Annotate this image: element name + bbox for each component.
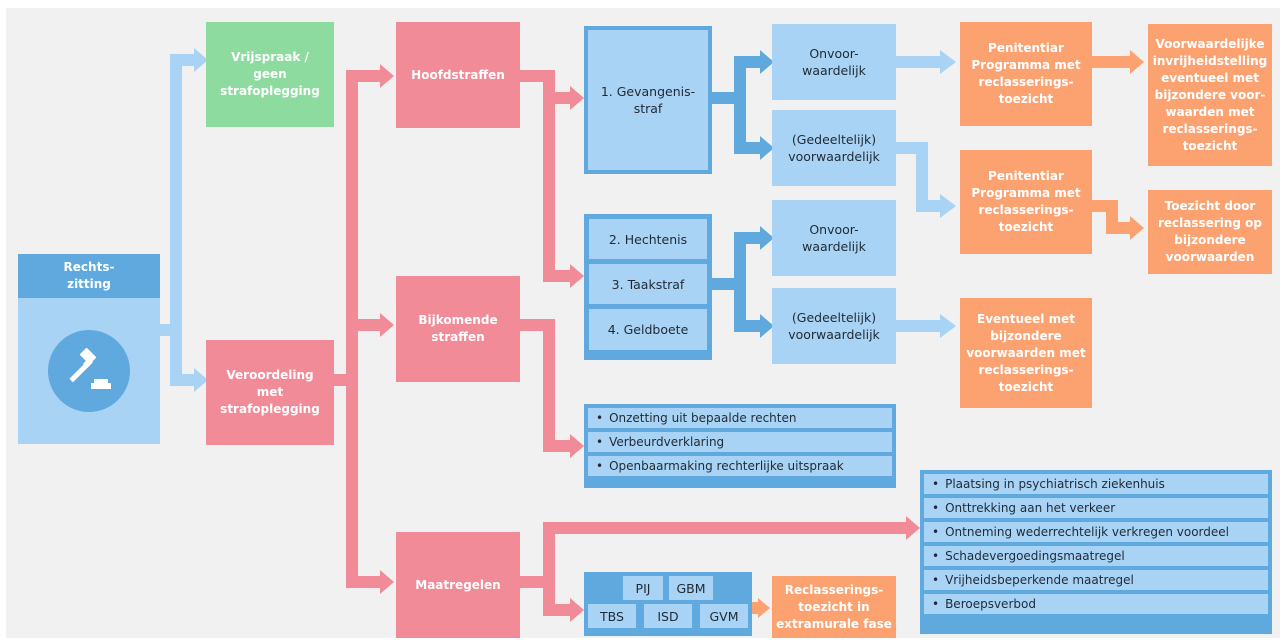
arrowheads xyxy=(194,48,1144,622)
connector-to-measures-group xyxy=(543,582,572,616)
arrowhead xyxy=(1130,50,1144,74)
list-item: •Onttrekking aan het verkeer xyxy=(924,498,1268,518)
arrowhead xyxy=(760,314,774,338)
arrowhead xyxy=(194,48,208,72)
arrowhead xyxy=(380,313,394,337)
arrowhead xyxy=(194,368,208,392)
list-item: •Vrijheidsbeperkende maatregel xyxy=(924,570,1268,590)
list-item: •Schadevergoedingsmaatregel xyxy=(924,546,1268,566)
bijkomende-straffen-box: Bijkomende straffen xyxy=(396,276,520,382)
toezicht-reclassering-box: Toezicht door reclassering op bijzondere… xyxy=(1148,190,1272,274)
list-item: •Ontneming wederrechtelijk verkregen voo… xyxy=(924,522,1268,542)
voorwaardelijke-invrijheid-box: Voorwaardelijke invrijheidstelling event… xyxy=(1148,24,1272,166)
maatregelen-list: •Plaatsing in psychiatrisch ziekenhuis •… xyxy=(920,470,1272,634)
reclassering-extramuraal-box: Reclasserings- toezicht in extramurale f… xyxy=(772,576,896,638)
arrowhead xyxy=(760,136,774,160)
arrowhead xyxy=(380,64,394,88)
taakstraf-item: 3. Taakstraf xyxy=(589,264,707,304)
geldboete-item: 4. Geldboete xyxy=(589,309,707,350)
connector-to-onvoor-2 xyxy=(712,232,762,290)
list-item: •Openbaarmaking rechterlijke uitspraak xyxy=(588,456,892,476)
voorwaardelijk-box-2: (Gedeeltelijk) voorwaardelijk xyxy=(772,288,896,364)
measures-bottom-row: TBS ISD GVM xyxy=(588,604,748,628)
voorwaardelijk-box-1: (Gedeeltelijk) voorwaardelijk xyxy=(772,110,896,186)
measures-group: PIJ GBM TBS ISD GVM xyxy=(584,572,752,636)
straffen-group: 2. Hechtenis 3. Taakstraf 4. Geldboete xyxy=(584,214,712,360)
gevangenisstraf-group: 1. Gevangenis- straf xyxy=(584,26,712,174)
arrowhead xyxy=(758,598,770,618)
gavel-glyph xyxy=(69,347,111,389)
connector-to-veroordeling xyxy=(170,330,196,386)
measure-gbm: GBM xyxy=(669,576,713,600)
arrowhead xyxy=(940,314,956,338)
penitentiair-box-1: Penitentiar Programma met reclasserings-… xyxy=(960,22,1092,126)
connector-to-penitentiair-2 xyxy=(896,142,942,212)
connector-to-gevangenis xyxy=(543,76,572,104)
measure-pij: PIJ xyxy=(623,576,663,600)
arrowhead xyxy=(760,226,774,250)
arrowhead xyxy=(570,264,584,288)
measure-tbs: TBS xyxy=(588,604,636,628)
connector-hoofd-split xyxy=(520,70,572,282)
connector-to-voorw-2 xyxy=(734,284,762,332)
arrowhead xyxy=(570,598,584,622)
connector-to-bijkomende-list xyxy=(520,319,572,452)
veroordeling-box: Veroordeling met strafoplegging xyxy=(206,340,334,445)
rechtszitting-header: Rechts- zitting xyxy=(18,254,160,298)
maatregelen-box: Maatregelen xyxy=(396,532,520,638)
rechtszitting-body xyxy=(18,298,160,444)
hechtenis-item: 2. Hechtenis xyxy=(589,219,707,259)
measure-isd: ISD xyxy=(644,604,692,628)
onvoorwaardelijk-box-1: Onvoor- waardelijk xyxy=(772,24,896,100)
connector-to-maatregelen-list xyxy=(520,522,908,588)
connector-to-bijkomende xyxy=(346,319,382,380)
arrowhead xyxy=(380,570,394,594)
gavel-icon xyxy=(48,330,130,412)
list-item: •Beroepsverbod xyxy=(924,594,1268,614)
eventueel-bijzondere-box: Eventueel met bijzondere voorwaarden met… xyxy=(960,298,1092,408)
onvoorwaardelijk-box-2: Onvoor- waardelijk xyxy=(772,200,896,276)
arrowhead xyxy=(906,516,920,540)
list-item: •Plaatsing in psychiatrisch ziekenhuis xyxy=(924,474,1268,494)
arrowhead xyxy=(570,86,584,110)
connector-to-voorw-1 xyxy=(734,98,762,154)
connector-to-maatregelen xyxy=(346,380,382,588)
connector-to-onvoor-1 xyxy=(712,56,762,104)
list-item: •Onzetting uit bepaalde rechten xyxy=(588,408,892,428)
penitentiair-box-2: Penitentiar Programma met reclasserings-… xyxy=(960,150,1092,254)
arrowhead xyxy=(570,434,584,458)
list-item: •Verbeurdverklaring xyxy=(588,432,892,452)
vrijspraak-box: Vrijspraak / geen strafoplegging xyxy=(206,22,334,127)
bijkomende-straffen-list: •Onzetting uit bepaalde rechten •Verbeur… xyxy=(584,404,896,488)
connector-to-hoofdstraffen xyxy=(332,70,382,386)
measure-gvm: GVM xyxy=(700,604,748,628)
arrowhead xyxy=(940,194,956,218)
connector-to-toezicht xyxy=(1092,200,1132,234)
measures-top-row: PIJ GBM xyxy=(588,576,748,600)
hoofdstraffen-box: Hoofdstraffen xyxy=(396,22,520,128)
connector-to-vrijspraak xyxy=(160,54,196,336)
arrowhead xyxy=(760,50,774,74)
gevangenisstraf-box: 1. Gevangenis- straf xyxy=(588,30,708,170)
arrowhead xyxy=(940,50,956,74)
arrowhead xyxy=(1130,216,1144,240)
